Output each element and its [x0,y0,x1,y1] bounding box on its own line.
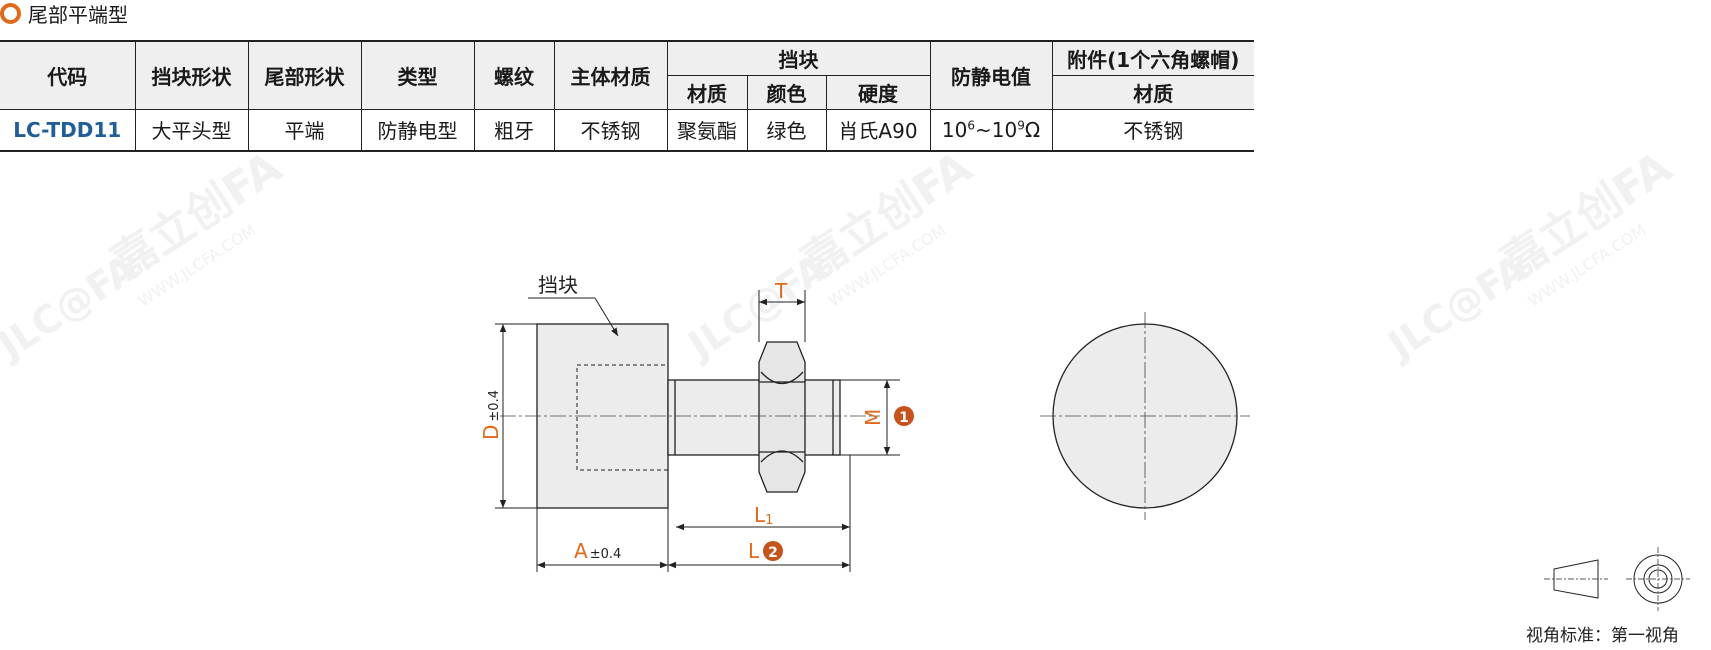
front-view [1040,312,1250,520]
cell-antistatic: 106~109Ω [930,109,1053,152]
cell-thread: 粗牙 [474,109,555,152]
cell-stopper-shape: 大平头型 [135,109,249,152]
header-accessory-group: 附件(1个六角螺帽) [1052,40,1254,76]
svg-text:1: 1 [899,410,909,426]
watermark-logo: JLC@FA 嘉立创FA WWW.JLCFA.COM JLC@FA 嘉立创FA … [0,142,1681,369]
cell-stopper-hardness: 肖氏A90 [826,109,931,152]
dim-D-label: D±0.4 [479,390,503,440]
view-standard-label: 视角标准：第一视角 [1526,626,1679,646]
header-body-material: 主体材质 [554,40,668,110]
header-antistatic: 防静电值 [930,40,1053,110]
cell-code: LC-TDD11 [0,109,136,152]
dim-T-label: T [774,279,788,303]
hex-nut [758,341,806,493]
svg-text:2: 2 [768,545,778,561]
header-code: 代码 [0,40,136,110]
circle-bullet-icon [0,2,21,24]
cell-body-material: 不锈钢 [554,109,668,152]
dimension-D [495,323,537,509]
stopper-label: 挡块 [538,273,578,297]
table-row: LC-TDD11 大平头型 平端 防静电型 粗牙 不锈钢 聚氨酯 绿色 肖氏A9… [0,109,1254,152]
section-heading: 尾部平端型 [0,0,128,27]
header-stopper-color: 颜色 [747,75,827,110]
section-title: 尾部平端型 [28,2,128,27]
threaded-shaft [667,379,841,456]
header-thread: 螺纹 [474,40,555,110]
dimension-A [536,508,851,572]
cell-accessory-material: 不锈钢 [1052,109,1254,152]
dimension-T [758,290,806,342]
dim-A-label: A±0.4 [574,539,621,563]
cell-stopper-material: 聚氨酯 [667,109,748,152]
dim-L1-label: L1 [754,503,773,528]
header-type: 类型 [361,40,475,110]
header-accessory-material: 材质 [1052,75,1254,110]
header-stopper-hardness: 硬度 [826,75,931,110]
badge-2 [763,541,783,561]
header-tail-shape: 尾部形状 [248,40,362,110]
cell-type: 防静电型 [361,109,475,152]
cell-stopper-color: 绿色 [747,109,827,152]
projection-symbol-icon [1544,547,1690,611]
header-stopper-material: 材质 [667,75,748,110]
cell-tail-shape: 平端 [248,109,362,152]
header-stopper-shape: 挡块形状 [135,40,249,110]
badge-1 [894,406,914,426]
header-stopper-group: 挡块 [667,40,931,76]
dim-M-label: M [861,409,885,426]
dimension-L1 [667,455,851,536]
dim-L-label: L [748,539,760,563]
spec-table: 代码 挡块形状 尾部形状 类型 螺纹 主体材质 挡块 防静电值 附件(1个六角螺… [0,40,1254,152]
